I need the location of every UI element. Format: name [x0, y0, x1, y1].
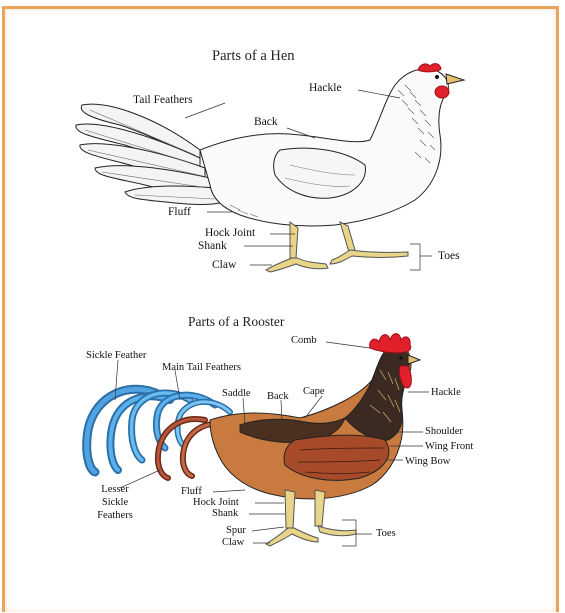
hen-label-claw: Claw [212, 259, 236, 271]
rooster-title: Parts of a Rooster [188, 314, 284, 330]
rooster-label-hackle: Hackle [431, 387, 461, 399]
rooster-label-spur: Spur [226, 525, 246, 537]
rooster-label-claw: Claw [222, 537, 244, 549]
rooster-beak [408, 355, 420, 364]
rooster-label-lesser-sickle-2: Sickle [90, 497, 140, 509]
rooster-label-shank: Shank [212, 508, 238, 520]
rooster-label-saddle: Saddle [222, 388, 251, 400]
rooster-label-wing-front: Wing Front [425, 441, 473, 453]
hen-legs [266, 222, 408, 272]
rooster-label-lesser-sickle-3: Feathers [90, 510, 140, 522]
rooster-label-toes: Toes [376, 528, 396, 540]
hen-label-tail-feathers: Tail Feathers [133, 94, 193, 106]
hen-wattle [435, 86, 449, 98]
rooster-label-lesser-sickle-1: Lesser [90, 484, 140, 496]
rooster-label-comb: Comb [291, 335, 317, 347]
hen-comb [418, 64, 441, 72]
hen-label-hock-joint: Hock Joint [205, 227, 255, 239]
hen-label-fluff: Fluff [168, 206, 191, 218]
hen-label-back: Back [254, 116, 278, 128]
rooster-comb [370, 334, 411, 353]
rooster-label-shoulder: Shoulder [425, 426, 463, 438]
hen-label-toes: Toes [438, 250, 460, 262]
rooster-label-back: Back [267, 391, 289, 403]
hen-label-shank: Shank [198, 240, 227, 252]
rooster-label-main-tail-feathers: Main Tail Feathers [162, 362, 241, 374]
hen-tail-feathers [76, 104, 220, 204]
hen-beak [446, 74, 464, 84]
rooster-label-cape: Cape [303, 386, 325, 398]
rooster-label-wing-bow: Wing Bow [405, 456, 450, 468]
hen-title: Parts of a Hen [212, 48, 295, 65]
rooster-label-sickle-feather: Sickle Feather [86, 350, 146, 362]
hen-label-hackle: Hackle [309, 82, 342, 94]
